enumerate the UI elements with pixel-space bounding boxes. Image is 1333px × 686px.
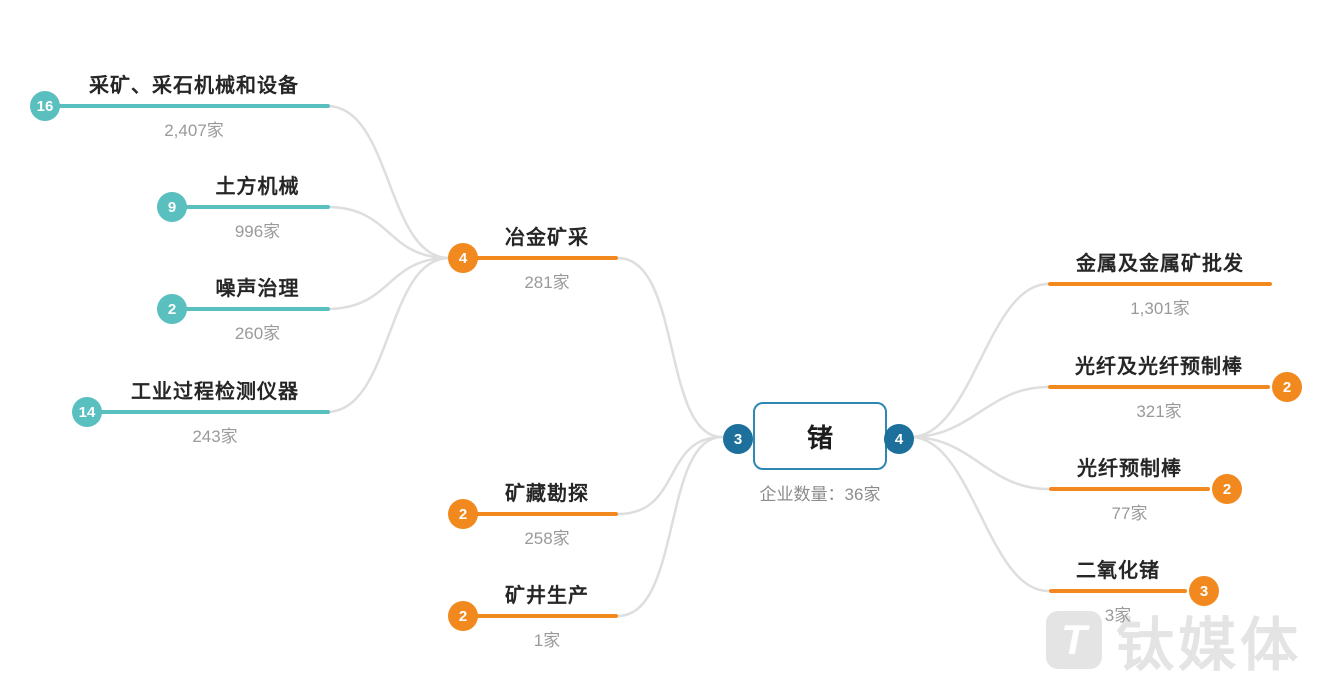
root-company-count: 企业数量：36家: [759, 485, 881, 504]
node-company-count: 281家: [524, 273, 570, 292]
node-count-badge[interactable]: 16: [30, 91, 60, 121]
branch-line: [58, 104, 330, 108]
root-right-badge[interactable]: 4: [884, 424, 914, 454]
node-company-count: 243家: [192, 427, 238, 446]
node-mining-machinery[interactable]: 16 采矿、采石机械和设备 2,407家: [30, 75, 330, 140]
branch-line: [476, 256, 618, 260]
link-curve: [616, 435, 724, 516]
link-curve: [325, 256, 451, 414]
link-curve: [909, 435, 1050, 491]
node-label[interactable]: 光纤及光纤预制棒: [1075, 356, 1243, 378]
node-label[interactable]: 工业过程检测仪器: [131, 381, 299, 403]
branch-line: [185, 205, 330, 209]
branch-line: [1048, 282, 1272, 286]
node-count-badge[interactable]: 9: [157, 192, 187, 222]
node-label[interactable]: 矿藏勘探: [505, 483, 589, 505]
link-curve: [909, 435, 1050, 593]
root-left-badge[interactable]: 3: [723, 424, 753, 454]
branch-line: [476, 614, 618, 618]
node-label[interactable]: 采矿、采石机械和设备: [89, 75, 299, 97]
tmtpost-watermark-text: 钛媒体: [1116, 613, 1303, 678]
node-count-badge[interactable]: 2: [157, 294, 187, 324]
node-label[interactable]: 矿井生产: [505, 585, 589, 607]
link-curve: [909, 282, 1050, 439]
branch-line: [1049, 589, 1187, 593]
node-label[interactable]: 光纤预制棒: [1077, 458, 1182, 480]
node-company-count: 996家: [234, 222, 281, 241]
link-curve: [325, 205, 451, 260]
node-germanium-dioxide[interactable]: 二氧化锗 3 3家: [1049, 560, 1219, 625]
link-curve: [909, 385, 1050, 439]
link-curve: [325, 256, 451, 311]
node-count-badge[interactable]: 2: [1212, 474, 1242, 504]
node-earthmoving-machinery[interactable]: 9 土方机械 996家: [157, 176, 330, 241]
link-curve: [616, 256, 724, 439]
root-node-germanium[interactable]: 3 锗 4 企业数量：36家: [723, 402, 914, 504]
tmtpost-logo-icon: T: [1046, 611, 1102, 669]
branch-line: [476, 512, 618, 516]
node-company-count: 3家: [1104, 606, 1132, 625]
branch-line: [1048, 385, 1270, 389]
node-metal-ore-wholesale[interactable]: 金属及金属矿批发 1,301家: [1048, 253, 1272, 318]
node-company-count: 321家: [1136, 402, 1182, 421]
node-count-badge[interactable]: 2: [1272, 372, 1302, 402]
node-label[interactable]: 土方机械: [215, 176, 300, 198]
node-mine-production[interactable]: 2 矿井生产 1家: [448, 585, 618, 650]
link-curve: [616, 435, 724, 618]
tmtpost-watermark: T 钛媒体: [1046, 598, 1302, 682]
node-optical-fiber-and-preform[interactable]: 光纤及光纤预制棒 2 321家: [1048, 356, 1302, 421]
node-company-count: 260家: [234, 324, 281, 343]
node-company-count: 258家: [524, 529, 570, 548]
node-optical-fiber-preform[interactable]: 光纤预制棒 2 77家: [1049, 458, 1242, 523]
node-company-count: 1,301家: [1130, 299, 1190, 318]
node-label[interactable]: 金属及金属矿批发: [1076, 253, 1244, 275]
node-count-badge[interactable]: 14: [72, 397, 102, 427]
branch-line: [185, 307, 330, 311]
node-label[interactable]: 二氧化锗: [1076, 560, 1160, 582]
node-company-count: 2,407家: [164, 121, 224, 140]
branch-line: [1049, 487, 1210, 491]
root-label: 锗: [806, 422, 833, 453]
node-company-count: 77家: [1111, 504, 1148, 523]
node-company-count: 1家: [533, 631, 561, 650]
node-industrial-process-instruments[interactable]: 14 工业过程检测仪器 243家: [72, 381, 330, 446]
node-count-badge[interactable]: 2: [448, 601, 478, 631]
link-curve: [325, 104, 451, 260]
node-mineral-exploration[interactable]: 2 矿藏勘探 258家: [448, 483, 618, 548]
node-metallurgical-mining[interactable]: 4 冶金矿采 281家: [448, 227, 618, 292]
branch-line: [100, 410, 330, 414]
node-count-badge[interactable]: 4: [448, 243, 478, 273]
node-label[interactable]: 冶金矿采: [505, 227, 589, 249]
node-label[interactable]: 噪声治理: [215, 278, 300, 300]
node-count-badge[interactable]: 2: [448, 499, 478, 529]
node-count-badge[interactable]: 3: [1189, 576, 1219, 606]
node-noise-control[interactable]: 2 噪声治理 260家: [157, 278, 330, 343]
